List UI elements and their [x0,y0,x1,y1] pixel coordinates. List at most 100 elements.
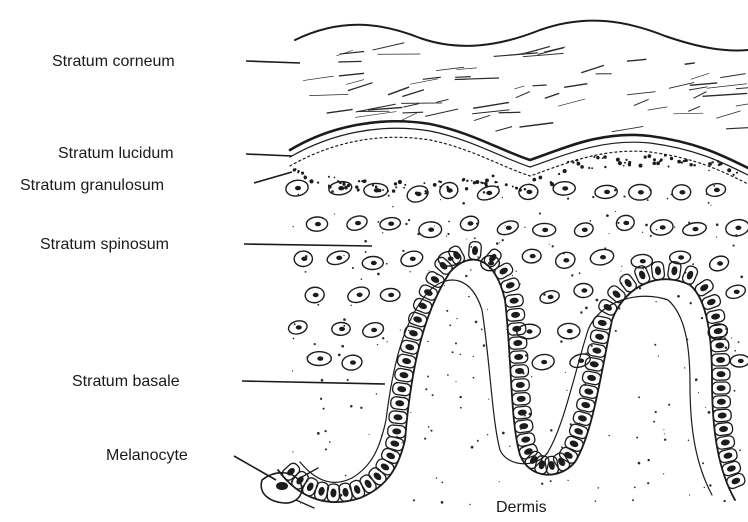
stipple-dot [604,247,606,249]
stipple-dot [740,275,743,278]
stipple-dot [305,271,307,273]
stipple-dot [615,211,616,212]
spinosum-cell [522,249,542,264]
granule-dot [625,159,627,161]
granule-dot [681,161,683,163]
stipple-dot [369,434,370,435]
stipple-dot [338,354,341,357]
stipple-dot [524,415,526,417]
stipple-dot [386,263,388,265]
spinosum-cell [629,184,652,200]
basale-cell [390,396,409,410]
granule-dot [667,165,669,167]
stipple-dot [508,356,509,357]
stipple-dot [405,223,407,225]
stipple-dot [658,355,659,356]
granule-dot [563,169,567,173]
corneum-fiber-stroke [402,112,423,113]
corneum-fiber-stroke [455,77,471,78]
basale-cell [403,325,424,341]
basale-cell [514,419,533,433]
granule-dot [471,180,473,182]
corneum-fiber-stroke [688,106,700,111]
stipple-dot [608,233,609,234]
stipple-dot [710,205,711,206]
spinosum-cell [331,322,350,336]
stipple-dot [441,482,443,484]
granule-dot [656,161,660,165]
stipple-dot [377,273,380,276]
stipple-dot [688,439,690,441]
stipple-dot [465,275,467,277]
granule-dot [301,172,304,175]
stipple-dot [674,226,675,227]
stratum-granulosum-layer [290,137,748,194]
stipple-dot [664,433,665,434]
basale-cell [582,370,602,385]
spinosum-cell [361,320,385,339]
granule-dot [677,160,681,164]
stipple-dot [428,426,430,428]
stipple-dot [331,190,334,193]
stipple-dot [314,343,316,345]
corneum-fiber-stroke [532,85,546,86]
stipple-dot [502,197,503,198]
stipple-dot [468,296,470,298]
stipple-dot [455,342,457,344]
granule-dot [423,182,425,184]
basale-cell [713,409,732,422]
stipple-dot [395,186,397,188]
granule-dot [718,163,721,166]
stipple-dot [679,277,680,278]
stipple-dot [321,501,322,502]
label-stratum-lucidum: Stratum lucidum [58,145,174,162]
granule-dot [685,159,688,162]
spinosum-cell [705,182,726,197]
granule-dot [394,182,397,185]
spinosum-cell [326,249,351,267]
stipple-dot [325,448,327,450]
corneum-fiber-stroke [736,103,748,106]
stipple-dot [499,242,500,243]
granule-dot [652,161,656,165]
granule-dot [462,179,465,182]
corneum-fiber-stroke [436,67,464,70]
stipple-dot [621,271,622,272]
basale-cell [500,277,521,294]
spinosum-cell [518,184,538,201]
stipple-dot [529,444,530,445]
stipple-dot [642,232,643,233]
granule-dot [392,189,395,192]
stipple-dot [580,311,582,313]
basale-cell [397,353,417,368]
spinosum-cell [730,354,748,367]
stipple-dot [617,222,619,224]
stipple-dot [725,346,728,349]
corneum-fiber-stroke [425,109,458,116]
basale-cell [493,261,515,280]
spinosum-cell [724,283,747,301]
granule-dot [576,159,579,162]
basale-cell [712,382,730,394]
stipple-dot [444,285,445,286]
stipple-dot [706,193,708,195]
stipple-dot [724,337,726,339]
corneum-fiber-stroke [690,83,717,85]
stipple-dot [668,404,670,406]
stipple-dot [592,196,594,198]
stipple-dot [698,392,699,393]
basale-cell [392,382,412,397]
granule-dot [732,174,734,176]
stipple-dot [570,423,572,425]
corneum-fiber-stroke [514,86,524,89]
granule-dot [342,183,345,186]
granule-dot [639,164,643,168]
corneum-fiber-stroke [348,83,373,91]
stipple-dot [631,226,632,227]
granule-dot [591,167,593,169]
stipple-dot [409,271,410,272]
stipple-dot [585,353,587,355]
granule-dot [424,193,426,195]
label-melanocyte: Melanocyte [106,447,188,464]
granule-dot [693,164,696,167]
